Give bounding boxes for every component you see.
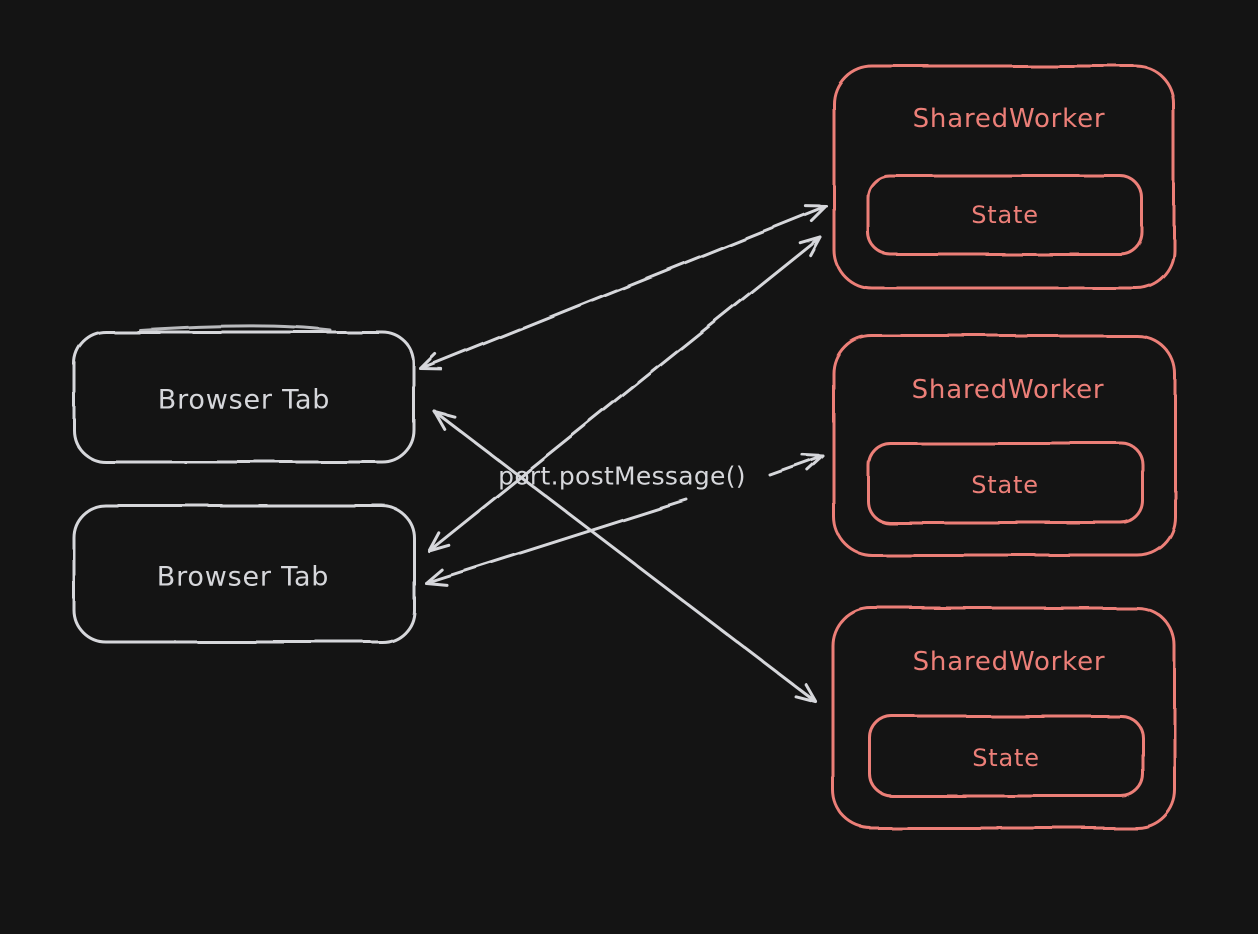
shared-worker-3-state-label: State [972,744,1040,772]
port-postmessage-label: port.postMessage() [498,461,746,491]
shared-worker-2-state-box [866,441,1145,525]
shared-worker-2-label: SharedWorker [911,375,1105,405]
shared-worker-3-box [831,606,1177,830]
shared-worker-1-box [832,64,1176,290]
shared-worker-1-state-box [866,174,1144,256]
browser-tab-1-box [72,330,416,464]
edge-tab2-worker1 [427,235,822,553]
browser-tab-2-label: Browser Tab [156,561,330,593]
browser-tab-1-label: Browser Tab [157,384,331,416]
shared-worker-2-box [832,334,1177,557]
shared-worker-3-label: SharedWorker [912,647,1106,677]
edge-tab1-worker1 [419,204,828,371]
shared-worker-1-state-label: State [971,201,1039,229]
edge-label-worker2 [768,453,825,477]
edge-tab1-worker3 [432,409,818,704]
browser-tab-2-box [72,504,416,644]
browser-tab-1-sketch-stroke [138,324,332,332]
shared-worker-3-state-box [868,714,1145,798]
shared-worker-1-label: SharedWorker [912,104,1106,134]
edge-label-tab2 [424,498,689,587]
shared-worker-2-state-label: State [971,471,1039,499]
